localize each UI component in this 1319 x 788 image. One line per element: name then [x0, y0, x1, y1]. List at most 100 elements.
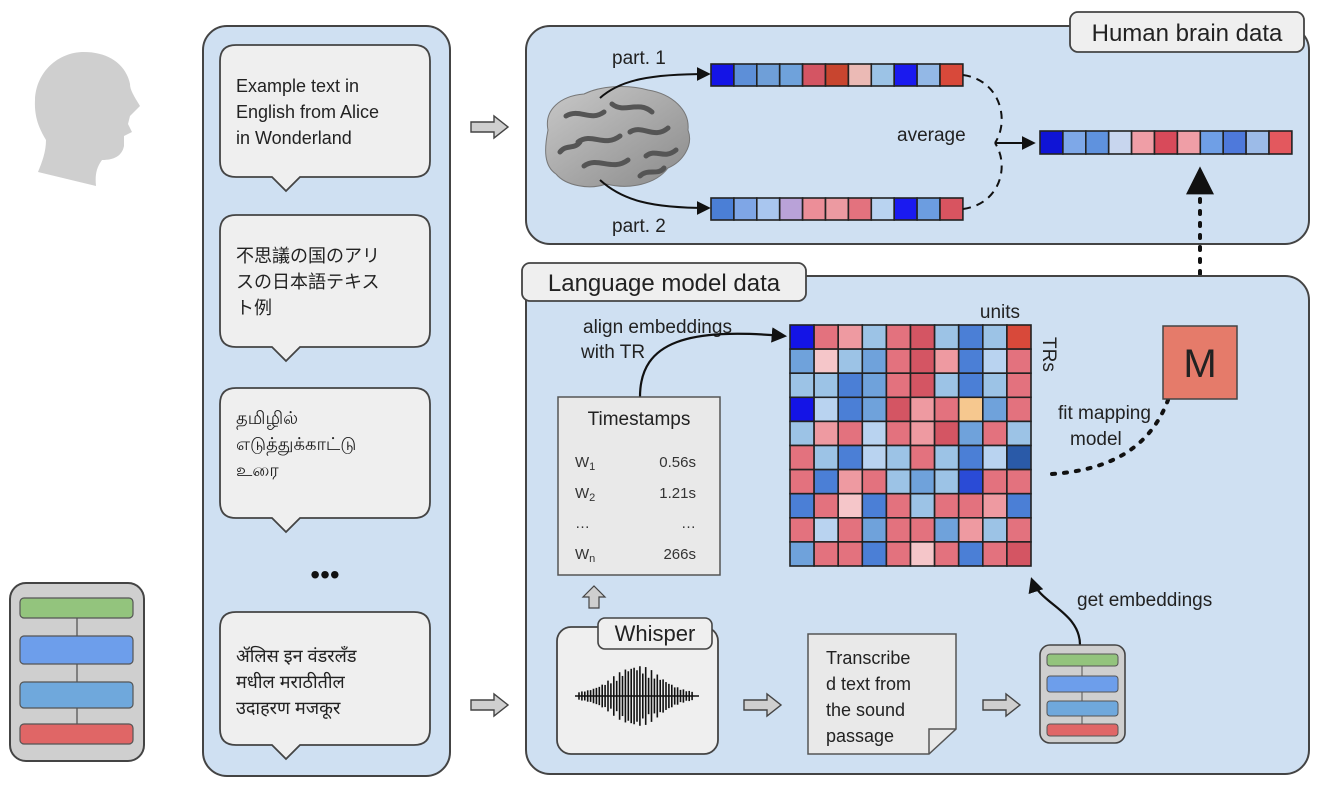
matrix-cell — [789, 420, 815, 447]
tamil-text-line-2: எடுத்துக்காட்டு — [236, 434, 356, 456]
matrix-cell — [909, 468, 936, 495]
matrix-cell — [957, 420, 984, 447]
part-1-vector-cell — [824, 63, 850, 87]
matrix-cell — [1006, 420, 1032, 447]
align-embeddings-label-line-2: with TR — [580, 342, 645, 363]
fit-mapping-label-line-1: fit mapping — [1058, 403, 1151, 424]
matrix-cell — [885, 324, 912, 350]
arrow-brain-to-part2 — [599, 179, 711, 215]
average-vector-cell — [1268, 130, 1293, 155]
matrix-cell — [957, 396, 984, 423]
matrix-cell — [1006, 492, 1032, 519]
matrix-cell — [813, 444, 839, 471]
matrix-cell — [981, 396, 1008, 423]
matrix-cell — [909, 396, 936, 423]
matrix-cell — [813, 396, 839, 423]
matrix-cell — [1006, 444, 1032, 471]
units-label: units — [980, 302, 1020, 323]
matrix-cell — [933, 541, 960, 567]
small-language-model-icon — [1039, 644, 1126, 744]
matrix-cell — [1006, 516, 1032, 543]
matrix-cell — [885, 372, 912, 399]
average-vector-cell — [1222, 130, 1247, 155]
mapping-model-label: M — [1183, 342, 1216, 386]
dashed-curve-part2 — [962, 142, 1003, 210]
matrix-cell — [861, 396, 888, 423]
part-1-label: part. 1 — [612, 48, 666, 69]
human-brain-title: Human brain data — [1092, 20, 1283, 47]
arrow-timestamps-to-matrix — [638, 327, 788, 398]
matrix-cell — [1006, 396, 1032, 423]
matrix-cell — [981, 541, 1008, 567]
part-2-label: part. 2 — [612, 216, 666, 237]
part-1-vector-cell — [778, 63, 804, 87]
matrix-cell — [909, 444, 936, 471]
matrix-cell — [1006, 324, 1032, 350]
block-arrow-transcript-to-encoder — [982, 692, 1022, 718]
matrix-cell — [789, 541, 815, 567]
part-1-vector-cell — [755, 63, 781, 87]
matrix-cell — [957, 541, 984, 567]
matrix-cell — [981, 516, 1008, 543]
matrix-cell — [909, 324, 936, 350]
matrix-cell — [813, 492, 839, 519]
matrix-cell — [861, 324, 888, 350]
part-2-vector-cell — [778, 197, 804, 221]
matrix-cell — [885, 420, 912, 447]
part-1-vector-cell — [710, 63, 735, 87]
part-1-vector-cell — [847, 63, 873, 87]
part-2-vector-cell — [893, 197, 918, 221]
matrix-cell — [885, 492, 912, 519]
whisper-label: Whisper — [615, 621, 696, 646]
transcribed-line-2: d text from — [826, 674, 911, 694]
japanese-text-line-2: スの日本語テキス — [236, 272, 379, 292]
matrix-cell — [885, 516, 912, 543]
transcribed-text-document: Transcribe d text from the sound passage — [807, 633, 957, 755]
average-vector-cell — [1245, 130, 1270, 155]
average-label: average — [897, 125, 966, 146]
average-vector-cell — [1153, 130, 1179, 155]
matrix-cell — [861, 348, 888, 375]
matrix-cell — [885, 468, 912, 495]
fit-mapping-label-line-2: model — [1070, 429, 1122, 450]
matrix-cell — [933, 420, 960, 447]
matrix-cell — [957, 324, 984, 350]
matrix-cell — [837, 444, 864, 471]
speech-bubble-japanese: 不思議の国のアリ スの日本語テキス ト例 — [219, 214, 431, 363]
speech-bubble-tamil: தமிழில் எடுத்துக்காட்டு உரை — [219, 387, 431, 534]
english-text-line-3: in Wonderland — [236, 128, 352, 148]
matrix-cell — [837, 324, 864, 350]
matrix-cell — [957, 372, 984, 399]
mapping-model-box: M — [1162, 325, 1238, 400]
matrix-cell — [837, 372, 864, 399]
part-2-vector-cell — [939, 197, 964, 221]
matrix-cell — [1006, 541, 1032, 567]
matrix-cell — [981, 468, 1008, 495]
matrix-cell — [981, 492, 1008, 519]
brain-icon — [545, 86, 690, 188]
tamil-text-line-3: உரை — [236, 460, 279, 480]
human-head-icon — [34, 52, 140, 186]
human-brain-title-tab: Human brain data — [1069, 11, 1305, 53]
speech-bubble-english: Example text in English from Alice in Wo… — [219, 44, 431, 193]
matrix-cell — [813, 516, 839, 543]
matrix-cell — [837, 468, 864, 495]
matrix-cell — [837, 348, 864, 375]
ellipsis-dots: ••• — [310, 559, 339, 590]
part-1-vector-cell — [893, 63, 918, 87]
block-arrow-whisper-to-transcript — [743, 692, 783, 718]
get-embeddings-label: get embeddings — [1077, 590, 1212, 611]
matrix-cell — [957, 492, 984, 519]
matrix-cell — [789, 516, 815, 543]
matrix-cell — [933, 468, 960, 495]
matrix-cell — [1006, 372, 1032, 399]
matrix-cell — [933, 492, 960, 519]
matrix-cell — [789, 348, 815, 375]
english-text-line-1: Example text in — [236, 76, 359, 96]
part-2-vector-cell — [847, 197, 873, 221]
matrix-cell — [789, 444, 815, 471]
timestamp-time: 1.21s — [659, 485, 696, 502]
transcribed-line-4: passage — [826, 726, 894, 746]
